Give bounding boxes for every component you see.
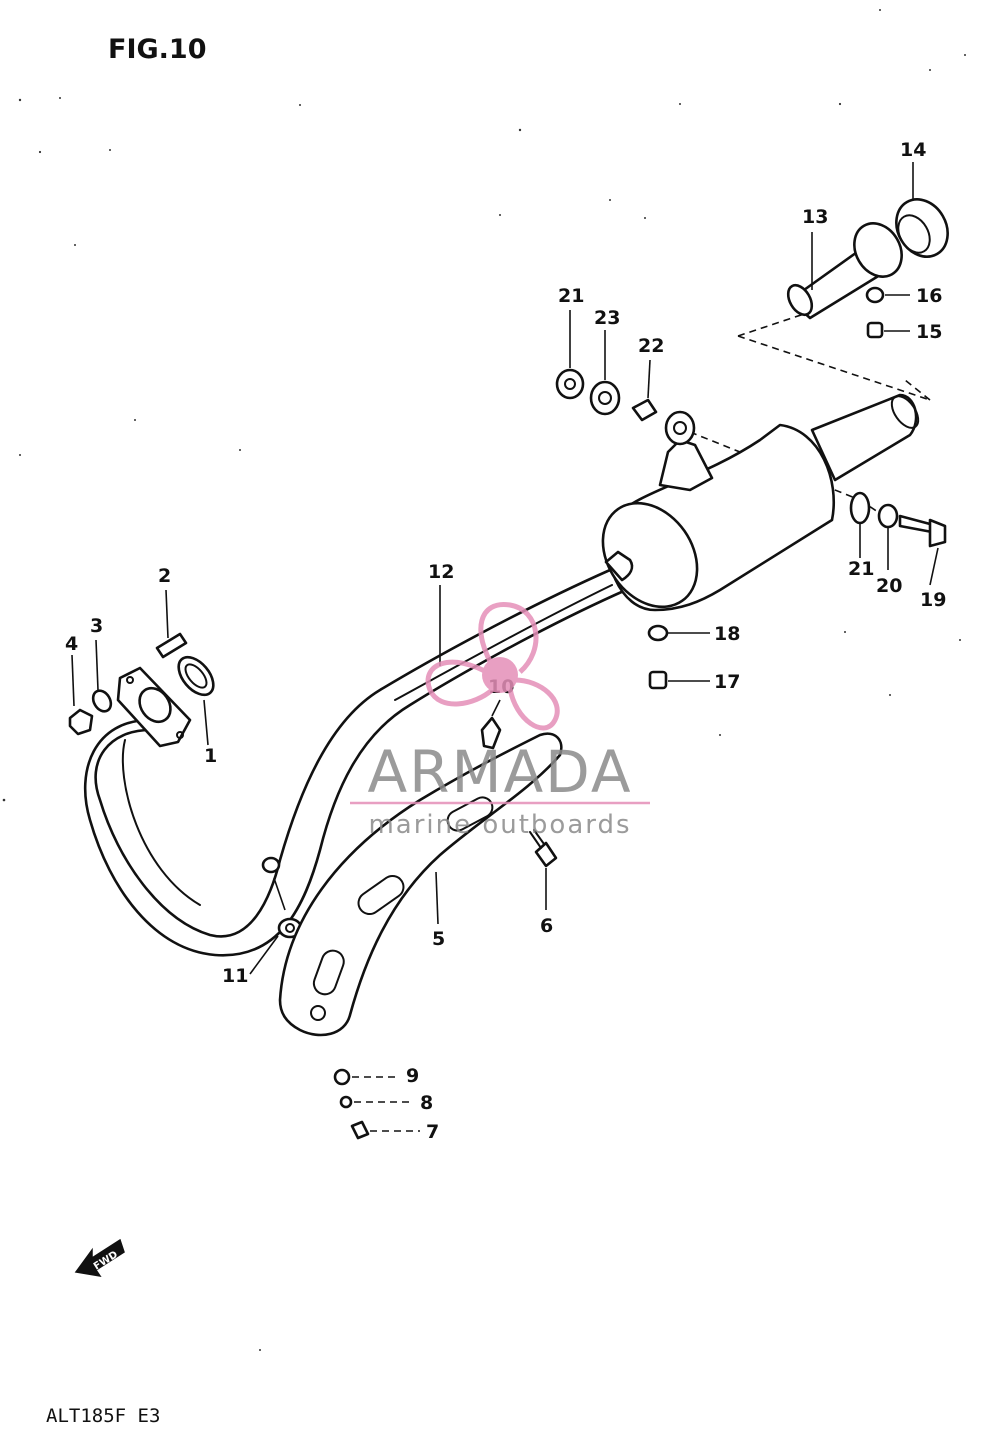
callout-17: 17 <box>714 671 740 693</box>
callout-6: 6 <box>540 915 553 937</box>
figure-title: FIG.10 <box>108 34 206 65</box>
watermark-tagline: marine outboards <box>368 810 631 840</box>
callout-19: 19 <box>920 589 946 611</box>
washer-21-top <box>555 368 585 400</box>
leader-lines <box>71 162 939 1132</box>
propeller-logo-icon <box>425 601 560 731</box>
watermark-brand: ARMADA <box>367 738 632 806</box>
nut-18 <box>647 624 669 642</box>
washer-3 <box>91 689 113 713</box>
callout-5: 5 <box>432 928 445 950</box>
callout-21-lower: 21 <box>848 558 874 580</box>
screw-6 <box>529 829 558 868</box>
callout-4: 4 <box>65 633 78 655</box>
callout-7: 7 <box>426 1121 439 1143</box>
tail-cap <box>895 198 949 258</box>
bolt-15 <box>866 321 884 339</box>
callout-8: 8 <box>420 1092 433 1114</box>
callout-16: 16 <box>916 285 942 307</box>
callout-2: 2 <box>158 565 171 587</box>
exhaust-gasket <box>177 655 215 697</box>
callout-23: 23 <box>594 307 620 329</box>
grommet-20 <box>877 503 899 529</box>
callout-11: 11 <box>222 965 248 987</box>
washer-11 <box>261 856 303 939</box>
bolt-7 <box>350 1120 370 1140</box>
scan-noise <box>2 9 966 1351</box>
callout-14: 14 <box>900 139 926 161</box>
watermark: ARMADA marine outboards <box>350 601 650 840</box>
washer-9 <box>333 1068 351 1086</box>
tail-pipe <box>786 222 903 320</box>
collar-22 <box>631 398 658 422</box>
callout-13: 13 <box>802 206 828 228</box>
stud <box>155 632 188 659</box>
clamp-10 <box>480 716 502 750</box>
callout-21-top: 21 <box>558 285 584 307</box>
bolt-19 <box>898 514 947 548</box>
nut-8 <box>339 1095 353 1109</box>
callout-18: 18 <box>714 623 740 645</box>
callout-3: 3 <box>90 615 103 637</box>
grommet-23 <box>589 380 621 416</box>
muffler <box>601 393 920 612</box>
nut-16 <box>865 286 885 304</box>
forward-arrow: FWD <box>74 1238 125 1278</box>
callout-22: 22 <box>638 335 664 357</box>
callout-12: 12 <box>428 561 454 583</box>
callout-9: 9 <box>406 1065 419 1087</box>
model-code: ALT185F E3 <box>46 1405 160 1427</box>
callout-15: 15 <box>916 321 942 343</box>
callout-1: 1 <box>204 745 217 767</box>
bolt-17 <box>648 670 668 690</box>
callout-20: 20 <box>876 575 902 597</box>
washer-21-lower <box>849 491 871 525</box>
nut-4 <box>68 708 94 736</box>
